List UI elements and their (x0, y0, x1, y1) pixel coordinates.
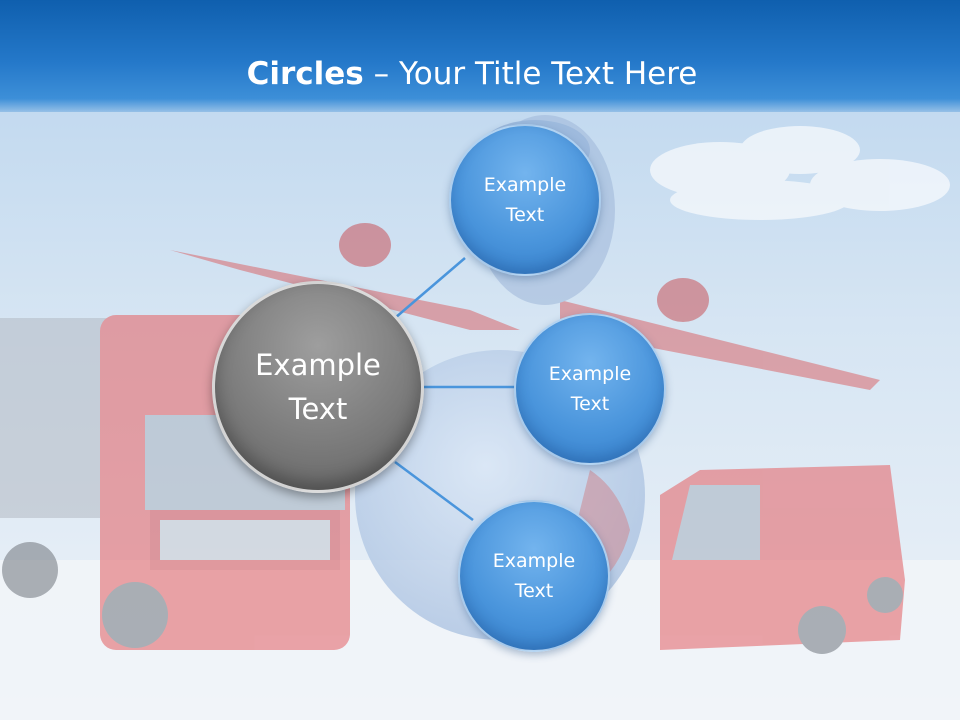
title-bar: Circles – Your Title Text Here (0, 0, 960, 112)
top-circle[interactable]: Example Text (449, 124, 601, 276)
center-circle[interactable]: Example Text (212, 281, 424, 493)
middle-circle-label: Example Text (548, 363, 632, 415)
slide-title: Circles – Your Title Text Here (0, 52, 944, 96)
center-circle-label: Example Text (255, 348, 381, 426)
middle-circle[interactable]: Example Text (514, 313, 666, 465)
connectors (394, 257, 515, 522)
top-circle-label: Example Text (483, 174, 567, 226)
clouds (650, 126, 950, 220)
van (660, 465, 905, 654)
title-bold: Circles (246, 56, 364, 92)
bottom-circle-label: Example Text (492, 550, 576, 602)
bottom-circle[interactable]: Example Text (458, 500, 610, 652)
title-rest: – Your Title Text Here (363, 56, 698, 92)
